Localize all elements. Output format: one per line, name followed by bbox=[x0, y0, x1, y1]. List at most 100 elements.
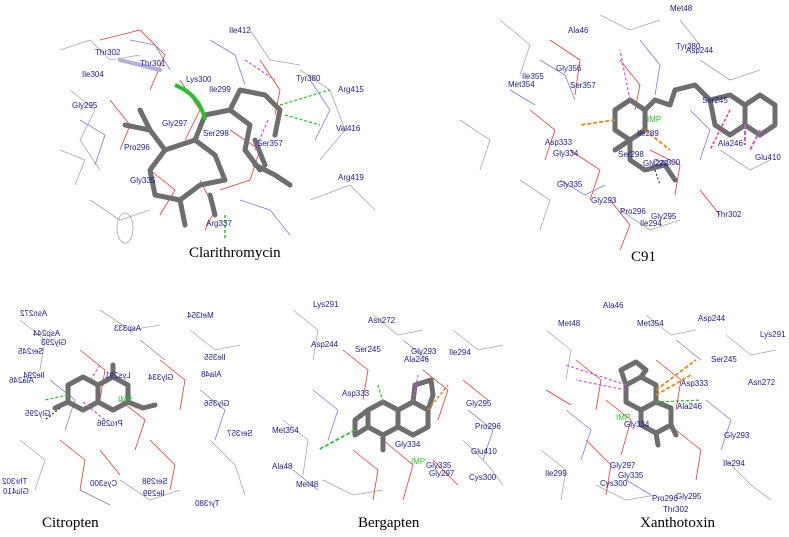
residue-label: Gly295 bbox=[651, 212, 677, 221]
residue-label: Gly295 bbox=[72, 101, 98, 110]
imp-label: IMP bbox=[118, 395, 133, 404]
clarithromycin-structure bbox=[59, 29, 376, 244]
residue-label: Met48 bbox=[670, 4, 693, 13]
residue-label: Ser245 bbox=[711, 355, 737, 364]
residue-label: Lys291 bbox=[105, 371, 131, 380]
residue-label: Cys300 bbox=[90, 479, 118, 488]
residue-label: Ile289 bbox=[637, 129, 659, 138]
residue-label: Ile299 bbox=[143, 489, 165, 498]
residue-label: Ile294 bbox=[449, 348, 471, 357]
residue-label: Val416 bbox=[336, 124, 361, 133]
residue-label: Lys291 bbox=[760, 330, 786, 339]
residue-label: Gly295 bbox=[676, 492, 702, 501]
panel-citropten: Asn272 Asp244 Gly293 Ser245 Asp333 Met35… bbox=[0, 290, 263, 537]
residue-label: Gly356 bbox=[204, 399, 230, 408]
panel-bergapten: Lys291 Asn272 Asp244 Ser245 Gly293 Ala24… bbox=[263, 290, 526, 537]
residue-label: Met48 bbox=[558, 319, 581, 328]
residue-label: Asp333 bbox=[342, 389, 370, 398]
residue-label: Ser245 bbox=[702, 96, 728, 105]
residue-label: Asp333 bbox=[114, 324, 142, 333]
residue-label: Gly293 bbox=[41, 338, 67, 347]
imp-label: IMP bbox=[411, 457, 426, 466]
residue-label: Ala46 bbox=[568, 26, 589, 35]
residue-label: Asp244 bbox=[698, 314, 726, 323]
residue-label: Lys291 bbox=[313, 300, 339, 309]
residue-label: Gly334 bbox=[395, 440, 421, 449]
residue-label: Ile412 bbox=[229, 26, 251, 35]
residue-label: Ala48 bbox=[201, 370, 222, 379]
residue-label: Tyr380 bbox=[676, 42, 701, 51]
imp-label: IMP bbox=[647, 115, 662, 124]
residue-label: Gly334 bbox=[148, 373, 174, 382]
residue-label: Arg415 bbox=[338, 85, 364, 94]
residue-label: Ser298 bbox=[203, 129, 229, 138]
residue-label: Ala246 bbox=[404, 355, 429, 364]
residue-label: Met354 bbox=[187, 311, 214, 320]
residue-label: Asp244 bbox=[686, 46, 714, 55]
residue-label: Arg337 bbox=[206, 219, 232, 228]
residue-label: Ile299 bbox=[209, 85, 231, 94]
residue-label: Ile299 bbox=[545, 469, 567, 478]
residue-label: Asp333 bbox=[681, 379, 709, 388]
residue-label: Gly335 bbox=[557, 180, 583, 189]
panel-xanthotoxin: Ala46 Met48 Met354 Asp244 Lys291 Ser245 … bbox=[526, 290, 789, 537]
caption-clarithromycin: Clarithromycin bbox=[189, 245, 281, 261]
residue-label: Thr302 bbox=[95, 48, 121, 57]
bergapten-structure bbox=[282, 309, 504, 501]
residue-label: Gly297 bbox=[162, 119, 188, 128]
residue-label: Met354 bbox=[508, 80, 535, 89]
residue-label: Met354 bbox=[272, 426, 299, 435]
residue-label: Pro296 bbox=[475, 422, 501, 431]
residue-label: Gly272 bbox=[643, 159, 669, 168]
residue-label: Gly295 bbox=[466, 399, 492, 408]
residue-label: Tyr380 bbox=[195, 499, 220, 508]
caption-c91: C91 bbox=[631, 249, 657, 265]
residue-label: Ala246 bbox=[677, 402, 702, 411]
residue-label: Gly335 bbox=[426, 461, 452, 470]
residue-label: Glu410 bbox=[755, 153, 781, 162]
residue-label: Ala46 bbox=[603, 301, 624, 310]
panel-c91: Met48 Ala46 Tyr380 Asp244 Ile355 Gly356 … bbox=[400, 0, 789, 268]
residue-label: Ser245 bbox=[18, 347, 44, 356]
residue-label: Ser357 bbox=[570, 81, 596, 90]
residue-label: Gly293 bbox=[591, 196, 617, 205]
residue-label: Glu410 bbox=[3, 487, 29, 496]
residue-label: Gly297 bbox=[429, 469, 455, 478]
residue-label: Ile294 bbox=[23, 371, 45, 380]
residue-label: Gly293 bbox=[724, 431, 750, 440]
residue-label: Asp244 bbox=[33, 329, 61, 338]
xanthotoxin-structure bbox=[540, 314, 777, 501]
residue-label: Pro296 bbox=[97, 419, 123, 428]
caption-citropten: Citropten bbox=[42, 515, 99, 531]
residue-label: Met354 bbox=[637, 319, 664, 328]
residue-label: Ser245 bbox=[355, 345, 381, 354]
residue-label: Ile294 bbox=[723, 459, 745, 468]
residue-label: Cys300 bbox=[600, 479, 628, 488]
panel-clarithromycin: Thr302 Thr301 Ile304 Lys300 Ile412 Tyr38… bbox=[0, 0, 400, 268]
residue-label: Asn272 bbox=[368, 316, 396, 325]
residue-label: Gly293 bbox=[411, 347, 437, 356]
residue-label: Gly334 bbox=[553, 149, 579, 158]
residue-label: Pro296 bbox=[652, 494, 678, 503]
residue-label: Tyr380 bbox=[296, 74, 321, 83]
residue-label: Ser357 bbox=[227, 429, 253, 438]
residue-label: Glu410 bbox=[471, 447, 497, 456]
residue-label: Gly295 bbox=[25, 409, 51, 418]
residue-label: Cys300 bbox=[653, 158, 681, 167]
residue-label: Gly335 bbox=[130, 176, 156, 185]
residue-label: Thr301 bbox=[140, 59, 166, 68]
residue-label: Pro296 bbox=[124, 143, 150, 152]
residue-label: Ile355 bbox=[204, 353, 226, 362]
residue-label: Gly356 bbox=[556, 64, 582, 73]
caption-xanthotoxin: Xanthotoxin bbox=[640, 515, 715, 531]
residue-label: Thr302 bbox=[2, 477, 28, 486]
residue-label: Lys300 bbox=[186, 75, 212, 84]
citropten-structure bbox=[19, 309, 246, 506]
residue-label: Pro296 bbox=[620, 207, 646, 216]
caption-bergapten: Bergapten bbox=[358, 515, 420, 531]
residue-label: Arg419 bbox=[338, 173, 364, 182]
residue-label: Ala48 bbox=[272, 462, 293, 471]
residue-label: Ala246 bbox=[718, 139, 743, 148]
residue-label: Asn272 bbox=[748, 378, 776, 387]
residue-label: Gly334 bbox=[624, 420, 650, 429]
